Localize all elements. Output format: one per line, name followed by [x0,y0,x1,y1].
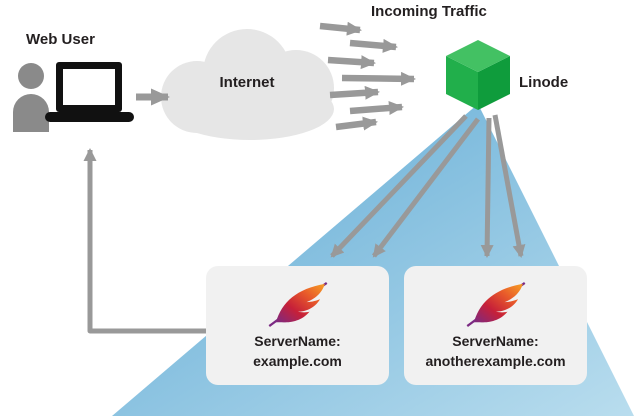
linode-cube-icon [446,40,510,110]
linode-label: Linode [519,74,569,91]
server-name-label: ServerName: [254,332,341,349]
traffic-arrow [349,38,398,53]
traffic-arrow [319,21,362,36]
internet-label: Internet [219,74,275,91]
server-arrow [480,117,494,258]
server-name-label: ServerName: [452,332,539,349]
laptop-icon [45,62,134,122]
apache-feather-icon [466,281,525,327]
apache-feather-icon [268,281,327,327]
server-arrow [330,114,468,258]
incoming-traffic-label: Incoming Traffic [371,3,487,20]
traffic-arrow [327,55,376,70]
server-card-example: ServerName: example.com [206,266,389,385]
server-card-anotherexample: ServerName: anotherexample.com [404,266,587,385]
traffic-arrow [349,101,404,115]
traffic-arrow [329,85,380,100]
traffic-arrow [335,116,378,131]
cube-to-server-arrows [330,114,526,258]
web-user-label: Web User [26,31,95,48]
incoming-traffic-arrows [319,21,416,131]
traffic-arrow [341,71,416,86]
server-arrow [372,117,480,258]
cloud-icon [161,29,334,140]
user-icon [13,63,49,132]
return-arrow [83,148,214,334]
server-arrow [492,114,526,258]
server-domain: anotherexample.com [425,352,566,369]
server-domain: example.com [253,352,342,369]
